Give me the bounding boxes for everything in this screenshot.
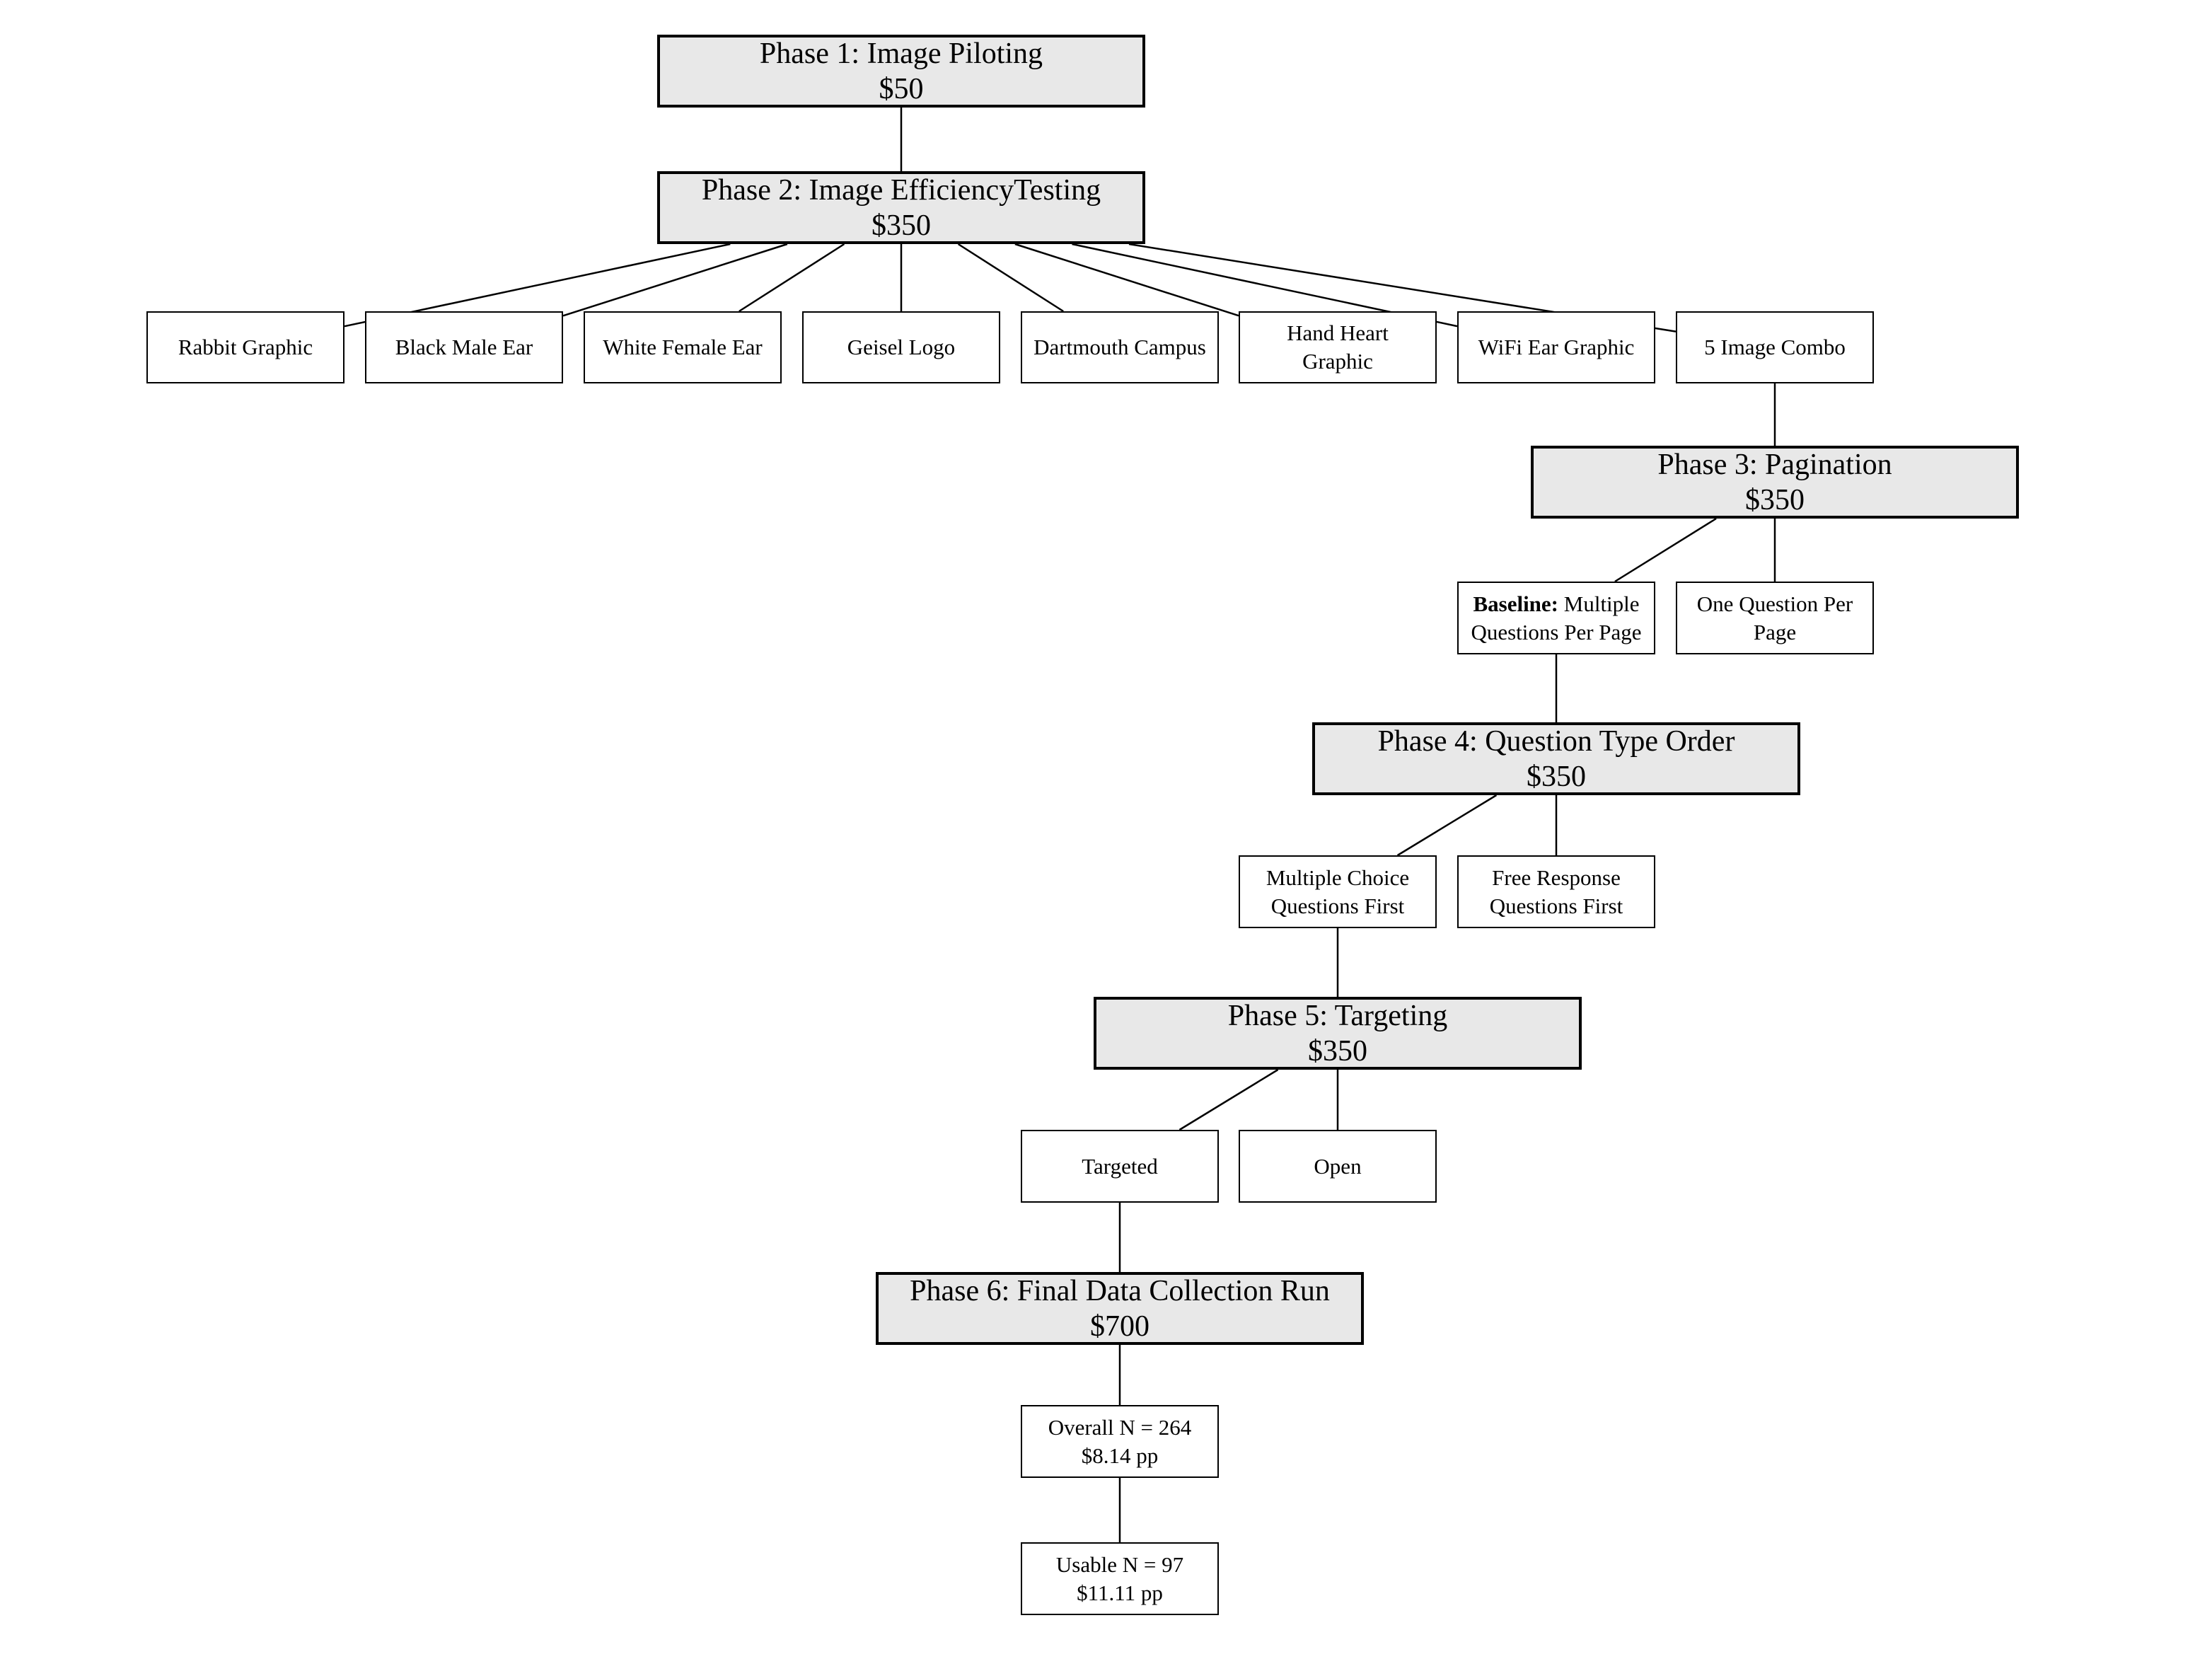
node-overall: Overall N = 264 $8.14 pp bbox=[1021, 1405, 1219, 1478]
node-frfirst-label-line: Questions First bbox=[1489, 893, 1623, 918]
node-usable-label-line: Usable N = 97 bbox=[1055, 1551, 1184, 1577]
node-baseline-label-line: Questions Per Page bbox=[1471, 619, 1642, 644]
edge-phase2-handheart bbox=[1014, 243, 1239, 317]
node-phase3: Phase 3: Pagination$350 bbox=[1531, 446, 2019, 519]
node-phase3-label-line: Phase 3: Pagination bbox=[1657, 448, 1892, 481]
node-oneq-label-line: One Question Per bbox=[1696, 591, 1853, 616]
node-rabbit: Rabbit Graphic bbox=[146, 311, 344, 383]
node-handheart-label-line: Hand Heart bbox=[1287, 320, 1389, 345]
node-geisel-label-line: Geisel Logo bbox=[847, 335, 956, 359]
node-handheart-label-line: Graphic bbox=[1302, 349, 1373, 374]
node-combo5: 5 Image Combo bbox=[1676, 311, 1874, 383]
node-phase1: Phase 1: Image Piloting$50 bbox=[657, 35, 1145, 108]
node-rabbit-label-line: Rabbit Graphic bbox=[178, 335, 313, 359]
node-phase5-label-line: $350 bbox=[1308, 1034, 1367, 1068]
node-mcfirst-label-line: Multiple Choice bbox=[1266, 865, 1410, 890]
node-phase2: Phase 2: Image EfficiencyTesting$350 bbox=[657, 171, 1145, 244]
node-phase2-label-line: $350 bbox=[872, 209, 931, 242]
node-campus: Dartmouth Campus bbox=[1021, 311, 1219, 383]
edge-phase2-campus bbox=[957, 243, 1064, 313]
node-phase4: Phase 4: Question Type Order$350 bbox=[1312, 722, 1800, 795]
node-frfirst-label-line: Free Response bbox=[1492, 865, 1621, 890]
node-baseline-bold-prefix: Baseline: bbox=[1473, 591, 1559, 616]
node-targeted-label-line: Targeted bbox=[1082, 1153, 1158, 1179]
edge-phase2-whiteear bbox=[739, 243, 845, 313]
node-phase6-label-line: Phase 6: Final Data Collection Run bbox=[910, 1274, 1330, 1307]
node-wifi-label-line: WiFi Ear Graphic bbox=[1478, 335, 1635, 359]
node-phase5: Phase 5: Targeting$350 bbox=[1094, 997, 1582, 1070]
node-phase6-label-line: $700 bbox=[1090, 1310, 1150, 1343]
edge-phase5-targeted bbox=[1179, 1068, 1279, 1131]
node-combo5-label-line: 5 Image Combo bbox=[1704, 335, 1846, 359]
node-open-label-line: Open bbox=[1314, 1153, 1362, 1179]
node-oneq-label-line: Page bbox=[1753, 619, 1797, 644]
node-open: Open bbox=[1239, 1130, 1437, 1203]
node-phase1-label-line: Phase 1: Image Piloting bbox=[759, 37, 1043, 70]
node-usable-label-line: $11.11 pp bbox=[1077, 1580, 1163, 1605]
node-phase3-label-line: $350 bbox=[1745, 483, 1805, 516]
node-phase1-label-line: $50 bbox=[879, 72, 924, 105]
node-targeted: Targeted bbox=[1021, 1130, 1219, 1203]
node-mcfirst-label-line: Questions First bbox=[1270, 893, 1405, 918]
node-baseline-label-text: Multiple bbox=[1558, 591, 1640, 616]
node-usable: Usable N = 97 $11.11 pp bbox=[1021, 1542, 1219, 1615]
node-whiteear: White Female Ear bbox=[584, 311, 782, 383]
node-phase6: Phase 6: Final Data Collection Run$700 bbox=[876, 1272, 1364, 1345]
node-geisel: Geisel Logo bbox=[802, 311, 1000, 383]
node-campus-label-line: Dartmouth Campus bbox=[1033, 335, 1206, 359]
node-wifi: WiFi Ear Graphic bbox=[1457, 311, 1655, 383]
edge-phase2-blackear bbox=[562, 243, 788, 317]
node-blackear-label-line: Black Male Ear bbox=[395, 335, 533, 359]
node-phase2-label-line: Phase 2: Image EfficiencyTesting bbox=[701, 173, 1101, 207]
node-phase4-label-line: Phase 4: Question Type Order bbox=[1377, 724, 1735, 758]
node-phase4-label-line: $350 bbox=[1527, 760, 1586, 793]
node-baseline-label-line: Baseline: Multiple bbox=[1473, 590, 1639, 618]
edge-phase4-mcfirst bbox=[1396, 794, 1498, 857]
node-blackear: Black Male Ear bbox=[365, 311, 563, 383]
node-overall-label-line: Overall N = 264 bbox=[1048, 1414, 1192, 1440]
node-whiteear-label-line: White Female Ear bbox=[603, 335, 763, 359]
node-overall-label-line: $8.14 pp bbox=[1081, 1443, 1159, 1468]
edge-phase3-baseline bbox=[1614, 517, 1717, 583]
node-phase5-label-line: Phase 5: Targeting bbox=[1227, 999, 1448, 1032]
